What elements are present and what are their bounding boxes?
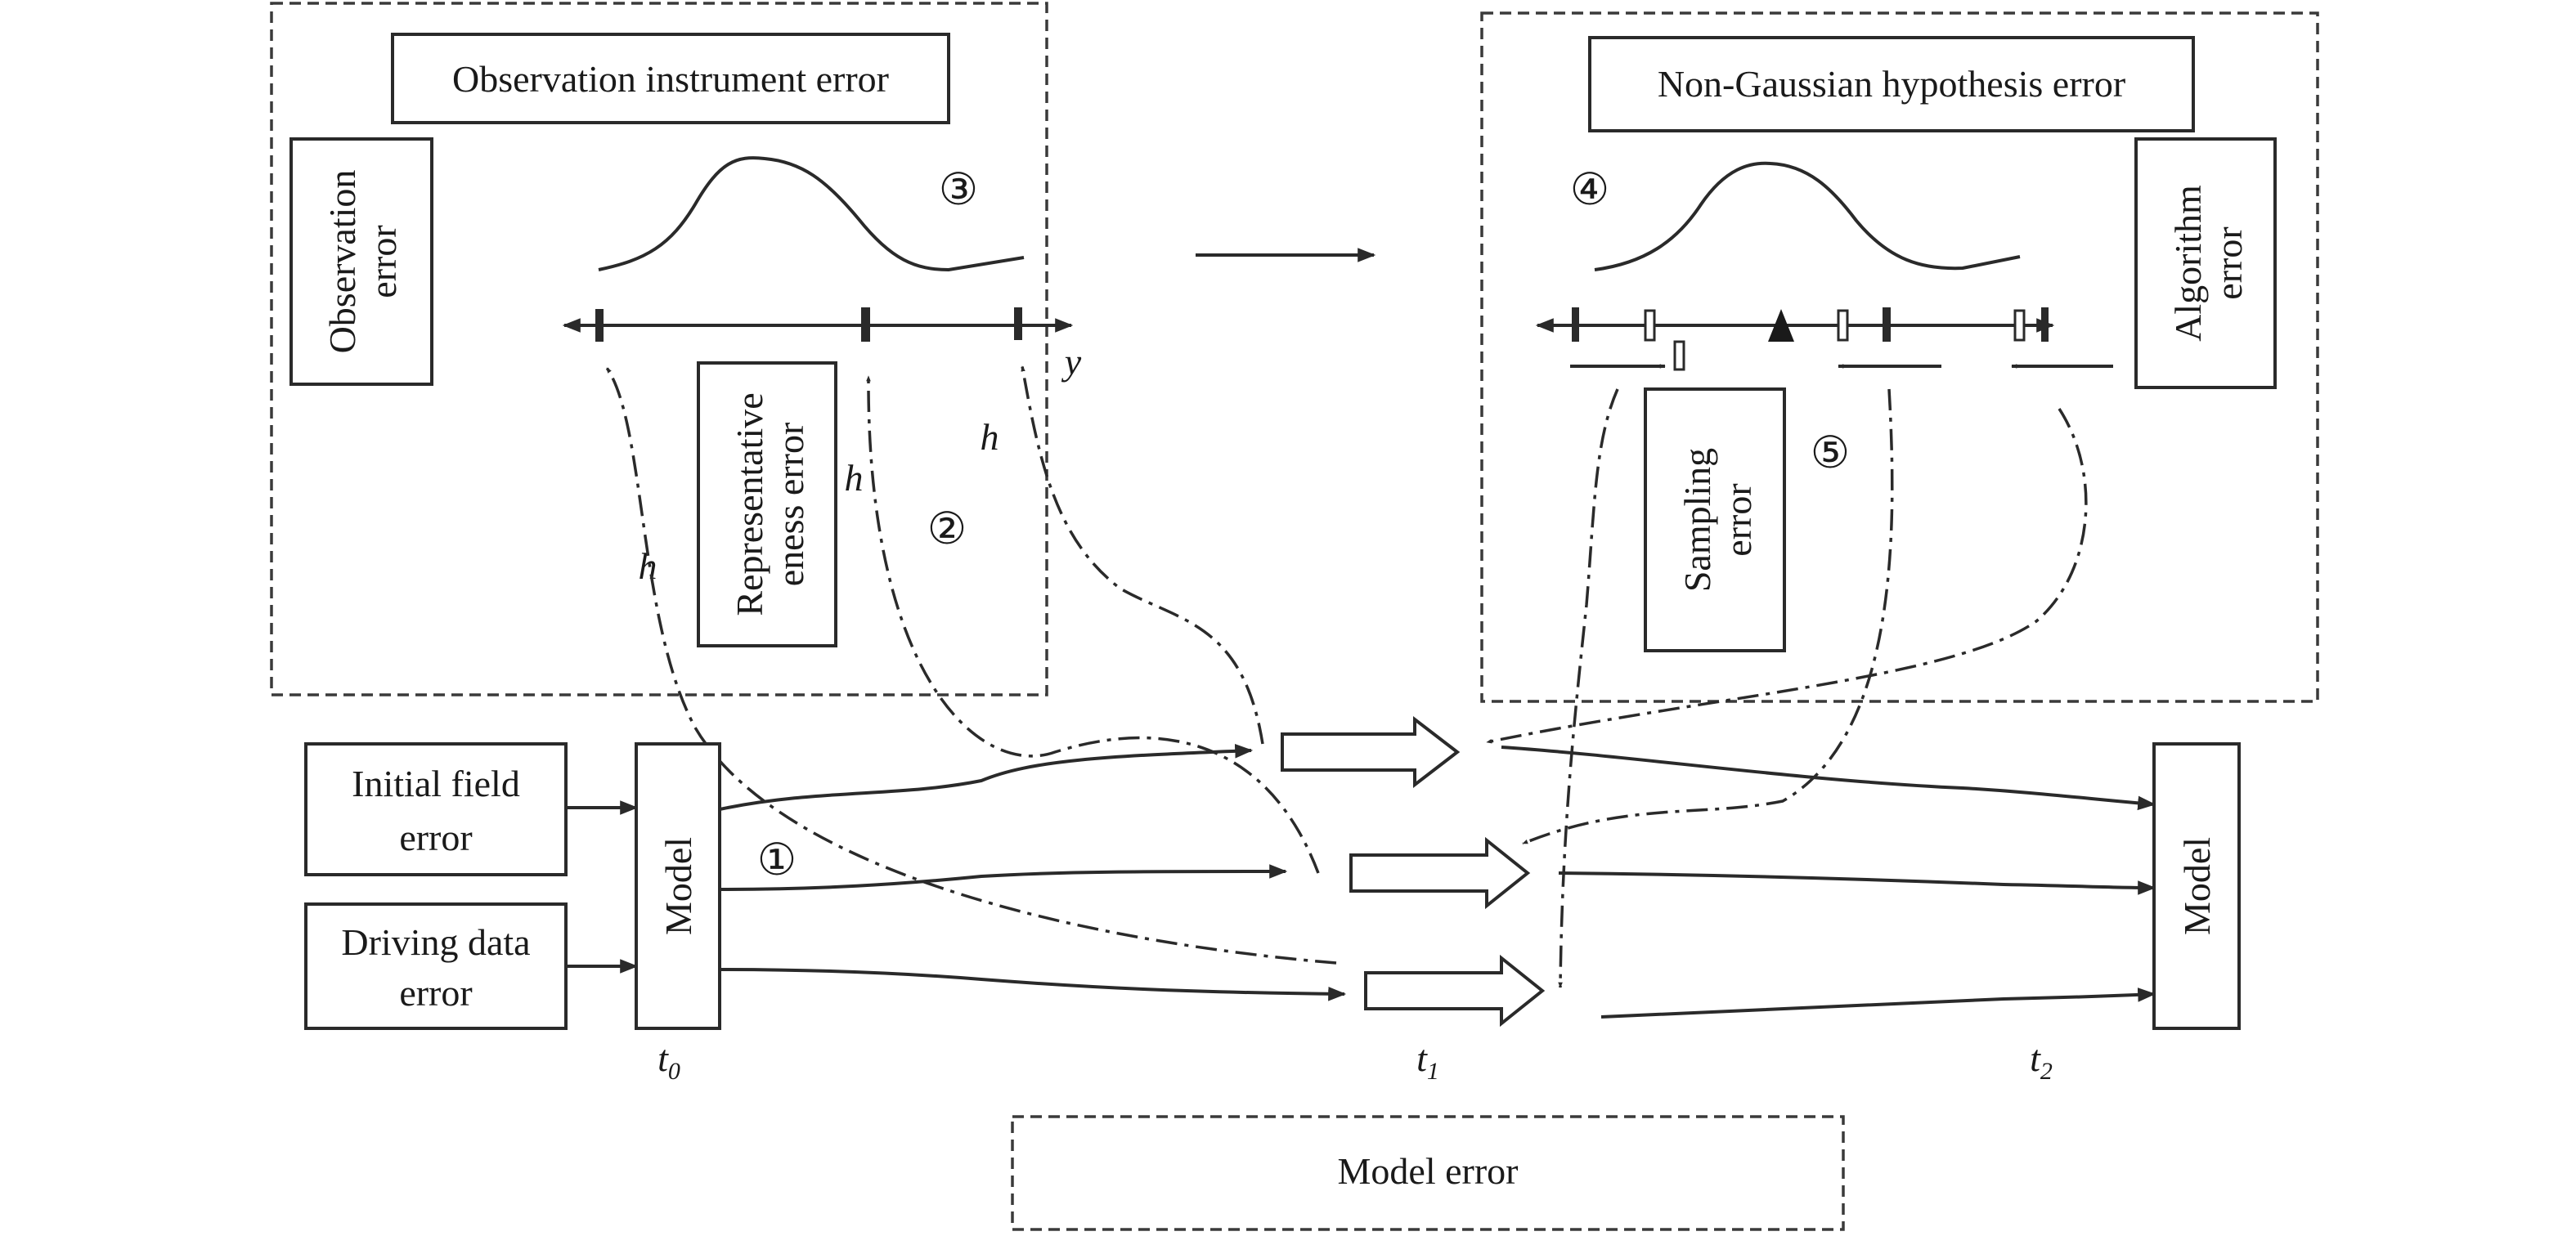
ensemble-tick-2	[1883, 307, 1891, 342]
analysis-block-arrow-3	[1364, 954, 1546, 1028]
y-axis-label: y	[1061, 341, 1082, 383]
time-t0-subscript: 0	[668, 1058, 680, 1085]
model-error-label: Model error	[1338, 1150, 1519, 1192]
observation-region	[270, 2, 1048, 696]
trajectory-1-t1-t2	[1501, 746, 2156, 811]
observation-operator-curve-1	[605, 367, 1337, 965]
model-box-left	[635, 742, 721, 1030]
ensemble-tick-3	[2041, 307, 2049, 342]
trajectory-1-t0-t1	[719, 743, 1254, 811]
representativeness-error-box	[697, 361, 837, 647]
observation-operator-curve-2	[866, 375, 1320, 874]
sampling-error-label-group: Sampling error	[1676, 448, 1759, 592]
initial-field-error-label-line1: Initial field	[352, 763, 520, 804]
time-t1-prefix: t	[1416, 1037, 1428, 1079]
driving-data-error-label-line2: error	[399, 972, 472, 1014]
sampling-error-box	[1644, 387, 1786, 652]
model-box-right	[2152, 742, 2241, 1030]
time-t2-label: t2	[2030, 1037, 2053, 1085]
time-t2-prefix: t	[2030, 1037, 2041, 1079]
trajectory-3-t0-t1	[719, 968, 1347, 1001]
h-label-3: h	[981, 416, 999, 458]
observation-instrument-error-label: Observation instrument error	[452, 58, 889, 100]
y-axis-tick-2	[861, 307, 870, 342]
marker-2: ②	[927, 504, 967, 553]
analysis-update-curve-1	[1558, 388, 1619, 988]
analysis-update-curve-3	[1486, 408, 2088, 744]
non-gaussian-error-label: Non-Gaussian hypothesis error	[1658, 63, 2125, 105]
ensemble-sample-3	[1837, 309, 1849, 342]
observation-instrument-error-box	[391, 33, 950, 124]
sampling-error-label-line2: error	[1717, 483, 1759, 556]
initial-field-error-box	[304, 742, 568, 876]
y-axis-tick-3	[1014, 307, 1022, 340]
h-label-2: h	[845, 457, 864, 499]
time-t1-subscript: 1	[1427, 1058, 1439, 1085]
trajectory-2-t1-t2	[1558, 871, 2156, 895]
marker-5: ⑤	[1811, 428, 1850, 477]
representativeness-error-label-line1: Representative	[729, 392, 770, 616]
trajectory-2-t0-t1	[719, 864, 1288, 891]
initial-field-error-label-line2: error	[399, 817, 472, 858]
ensemble-sample-1	[1644, 309, 1656, 342]
driving-data-error-label-line1: Driving data	[341, 921, 530, 963]
analysis-region	[1480, 11, 2319, 703]
time-t2-subscript: 2	[2040, 1058, 2053, 1085]
representativeness-error-label-line2: eness error	[770, 423, 811, 587]
time-t0-label: t0	[657, 1037, 680, 1085]
marker-3: ③	[939, 165, 978, 214]
analysis-update-curve-2	[1522, 388, 1894, 845]
marker-4: ④	[1570, 165, 1609, 214]
algorithm-error-label-line1: Algorithm	[2167, 185, 2209, 342]
observation-error-label-line1: Observation	[321, 170, 363, 354]
observation-error-label-line2: error	[362, 225, 404, 298]
algorithm-error-label-line2: error	[2208, 226, 2250, 299]
ensemble-sample-2	[1673, 340, 1685, 371]
analysis-block-arrow-2	[1349, 836, 1531, 910]
sampling-error-label-line1: Sampling	[1676, 448, 1718, 592]
ensemble-mean-triangle	[1768, 309, 1794, 342]
observation-error-label-group: Observation error	[321, 170, 404, 354]
observation-error-box	[289, 137, 433, 386]
right-gaussian-curve	[1594, 161, 2021, 271]
analysis-block-arrow-1	[1281, 715, 1461, 789]
model-right-label: Model	[2176, 837, 2218, 935]
model-error-region	[1011, 1115, 1845, 1231]
trajectory-3-t1-t2	[1600, 987, 2156, 1019]
non-gaussian-error-box	[1588, 36, 2195, 132]
marker-1: ①	[757, 835, 797, 884]
observation-operator-curve-3	[1021, 365, 1264, 745]
model-left-label: Model	[657, 837, 699, 935]
ensemble-sample-4	[2013, 309, 2026, 342]
algorithm-error-box	[2134, 137, 2277, 389]
y-axis-tick-1	[595, 309, 604, 342]
algorithm-error-label-group: Algorithm error	[2167, 185, 2250, 342]
representativeness-error-label-group: Representative eness error	[729, 392, 811, 616]
time-t1-label: t1	[1416, 1037, 1439, 1085]
ensemble-tick-1	[1572, 307, 1579, 342]
time-t0-prefix: t	[657, 1037, 669, 1079]
left-gaussian-curve	[598, 156, 1025, 272]
